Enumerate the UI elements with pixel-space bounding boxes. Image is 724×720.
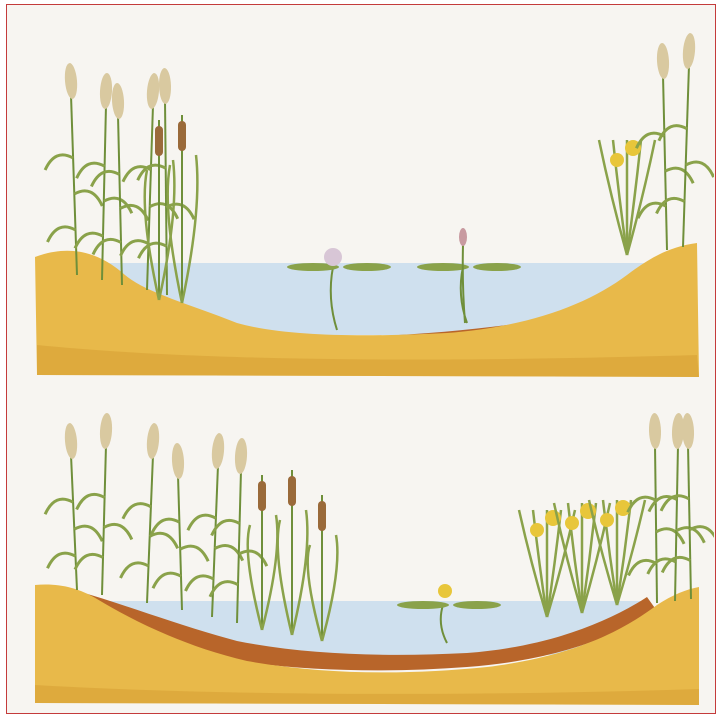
reed-head [682,33,697,70]
iris-flower [600,513,614,527]
reed-head [681,413,694,449]
iris-flower [530,523,544,537]
reed-leaf [150,533,178,548]
lily-pad [453,601,501,609]
reed-stem [102,445,106,595]
bulrush-head [155,126,163,156]
iris-leaf [627,140,641,255]
reed-leaf [121,563,149,578]
reed-leaf [656,529,684,544]
reed-leaf [151,519,179,534]
reed-leaf [657,198,685,213]
reed-leaf [123,504,151,519]
reed-head [111,83,125,120]
reed-leaf [104,524,132,539]
iris-flower [565,516,579,530]
reed-leaf [48,553,76,568]
reed-head [656,43,670,80]
reed-stem [178,475,182,610]
reed-leaf [93,239,121,254]
reed-leaf [153,573,181,588]
reed-leaf [48,227,76,242]
reed-leaf [45,155,73,170]
illustration-frame [6,4,716,714]
reed-leaf [74,191,102,206]
lily-pad [343,263,391,271]
reed-stem [655,445,657,603]
reed-leaf [77,494,105,509]
reed-leaf [166,204,194,219]
reed-leaf [665,168,693,183]
reed-leaf [188,515,216,530]
iris-leaf [627,140,655,255]
floating-flower [438,584,452,598]
reed-head [146,423,161,460]
reed-stem [663,75,667,250]
flower-spike [459,228,467,246]
lily-flower [324,248,342,266]
reed-head [64,423,79,460]
bulrush-head [288,476,296,506]
reed-head [64,63,79,100]
bulrush-head [178,121,186,151]
iris-flower [610,153,624,167]
reed-head [158,68,171,104]
reed-head [146,73,161,110]
reed-leaf [180,546,208,561]
reed-leaf [186,576,214,591]
lily-pad [397,601,449,609]
lily-pad [473,263,521,271]
reed-leaf [75,554,103,569]
bulrush-head [318,501,326,531]
reed-leaf [659,126,687,141]
reed-leaf [45,499,73,514]
reed-leaf [139,243,167,258]
reed-stem [683,65,689,247]
reed-stem [147,455,153,603]
reed-head [99,413,113,450]
reed-head [234,438,248,475]
bulrush-head [258,481,266,511]
scene-bottom [35,585,699,705]
reed-head [211,433,226,470]
lily-pad [417,263,469,271]
reed-head [648,413,661,449]
pond-succession-illustration [7,5,714,712]
reed-stem [102,105,106,280]
reed-head [171,443,185,480]
reed-stem [675,445,678,601]
reed-stem [237,470,241,623]
reed-head [99,73,113,110]
reed-stem [688,445,691,599]
reed-leaf [74,526,102,541]
